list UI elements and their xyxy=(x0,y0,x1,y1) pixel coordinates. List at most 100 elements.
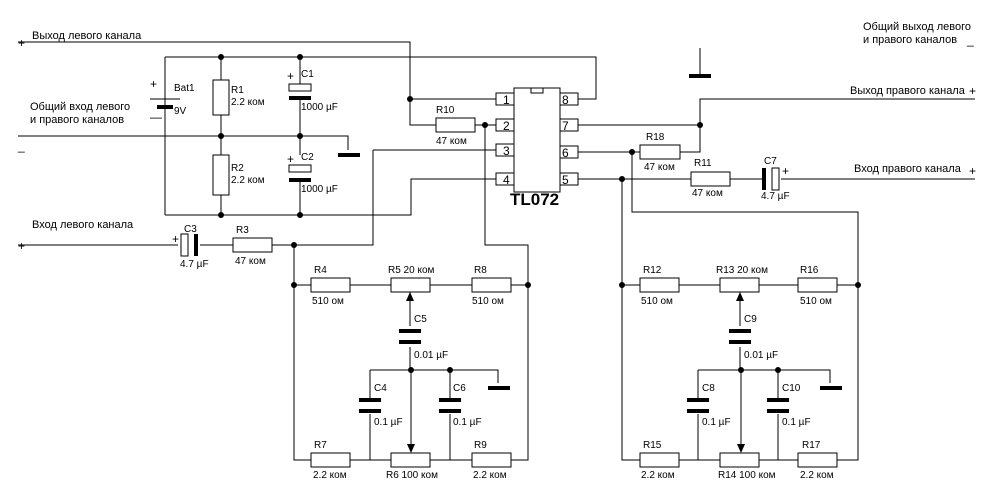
junction-dot xyxy=(218,54,224,60)
in-left-plus: + xyxy=(18,239,25,253)
in-right-label: Вход правого канала xyxy=(854,163,962,175)
battery-minus-sign: — xyxy=(150,110,162,124)
r11-value: 47 ком xyxy=(692,188,723,199)
r18-ref: R18 xyxy=(646,132,665,143)
r7-value: 2.2 ком xyxy=(313,470,347,481)
junction-dot xyxy=(619,176,625,182)
c1-value: 1000 µF xyxy=(301,102,338,113)
r2-value: 2.2 ком xyxy=(231,175,265,186)
signal-labels: + Выход левого канала Общий вход левого … xyxy=(17,21,976,253)
c1-plus: + xyxy=(287,69,294,83)
r8-ref: R8 xyxy=(474,265,487,276)
in-common-minus: _ xyxy=(17,139,25,153)
resistor-r14 xyxy=(719,452,760,468)
wires xyxy=(18,41,975,461)
ic-pin-2 xyxy=(495,118,515,132)
r15-ref: R15 xyxy=(643,440,662,451)
resistor-r6 xyxy=(390,452,431,468)
c1-ref: C1 xyxy=(301,69,314,80)
c9-value: 0.01 µF xyxy=(744,350,778,361)
r16-ref: R16 xyxy=(800,265,819,276)
c2-value: 1000 µF xyxy=(301,184,338,195)
resistor-r5 xyxy=(390,277,431,293)
r6-ref: R6 100 ком xyxy=(386,470,438,481)
c8-ref: C8 xyxy=(702,383,715,394)
r9-ref: R9 xyxy=(474,440,487,451)
ic-pin-6 xyxy=(559,145,579,159)
pin-label-3: 3 xyxy=(503,144,510,158)
c7-ref: C7 xyxy=(764,156,777,167)
junction-dot xyxy=(775,367,781,373)
r7-ref: R7 xyxy=(314,440,327,451)
out-common-minus: _ xyxy=(966,33,974,47)
r1-ref: R1 xyxy=(231,85,244,96)
c3-ref: C3 xyxy=(184,224,197,235)
r11-ref: R11 xyxy=(694,158,712,169)
r4-ref: R4 xyxy=(314,265,327,276)
junction-dot xyxy=(218,133,224,139)
r18-value: 47 ком xyxy=(644,162,675,173)
ic-pin-4 xyxy=(495,172,515,186)
junction-dot xyxy=(291,282,297,288)
r12-value: 510 ом xyxy=(641,296,673,307)
c10-value: 0.1 µF xyxy=(782,417,811,428)
pin-label-4: 4 xyxy=(503,173,510,187)
junction-dot xyxy=(297,54,303,60)
capacitors xyxy=(180,83,789,413)
in-right-plus: + xyxy=(969,164,976,178)
component-labels: R1 2.2 ком R2 2.2 ком + C1 1000 µF + C2 … xyxy=(172,69,834,481)
c7-value: 4.7 µF xyxy=(761,191,790,202)
ground-symbols xyxy=(338,74,842,390)
junctions xyxy=(218,54,861,373)
junction-dot xyxy=(619,282,625,288)
ic-pin-1 xyxy=(495,92,515,106)
capacitor-c3-plate xyxy=(180,233,189,257)
r16-value: 510 ом xyxy=(800,296,832,307)
r1-value: 2.2 ком xyxy=(231,97,265,108)
junction-dot xyxy=(407,96,413,102)
junction-dot xyxy=(291,242,297,248)
in-common-label-2: и правого каналов xyxy=(30,114,124,126)
ic-tl072: 1 2 3 4 8 7 6 5 TL072 xyxy=(495,87,579,209)
c4-value: 0.1 µF xyxy=(374,417,403,428)
out-common-label-2: и правого каналов xyxy=(863,34,957,46)
out-common-label-1: Общий выход левого xyxy=(863,21,971,33)
c8-value: 0.1 µF xyxy=(702,417,731,428)
battery-ref: Bat1 xyxy=(174,83,195,94)
junction-dot xyxy=(697,122,703,128)
r2-ref: R2 xyxy=(231,163,244,174)
junction-dot xyxy=(855,282,861,288)
junction-dot xyxy=(525,282,531,288)
ic-pin-7 xyxy=(559,118,579,132)
c7-plus: + xyxy=(782,164,789,178)
junction-dot xyxy=(482,122,488,128)
capacitor-c2-plate xyxy=(288,164,312,173)
junction-dot xyxy=(297,212,303,218)
r4-value: 510 ом xyxy=(312,296,344,307)
r15-value: 2.2 ком xyxy=(641,470,675,481)
ic-notch xyxy=(530,87,544,94)
resistor-r12 xyxy=(639,277,680,293)
c3-plus: + xyxy=(172,232,179,246)
c3-value: 4.7 µF xyxy=(180,259,209,270)
battery-plus-sign: + xyxy=(150,77,157,91)
out-left-label: Выход левого канала xyxy=(32,30,142,42)
out-right-plus: + xyxy=(969,84,976,98)
c2-ref: C2 xyxy=(301,152,314,163)
ic-body xyxy=(513,87,561,193)
capacitor-c1-plate xyxy=(288,83,312,92)
resistor-r13 xyxy=(719,277,760,293)
junction-dot xyxy=(218,212,224,218)
c5-value: 0.01 µF xyxy=(414,350,448,361)
junction-dot xyxy=(629,149,635,155)
r12-ref: R12 xyxy=(643,265,662,276)
wiper-arrow-r6 xyxy=(407,444,415,453)
r10-ref: R10 xyxy=(436,105,455,116)
pin-label-7: 7 xyxy=(562,119,569,133)
r14-ref: R14 100 ком xyxy=(718,470,776,481)
resistor-r1 xyxy=(212,79,230,116)
c6-value: 0.1 µF xyxy=(453,417,482,428)
c10-ref: C10 xyxy=(782,383,801,394)
pin-label-6: 6 xyxy=(562,146,569,160)
